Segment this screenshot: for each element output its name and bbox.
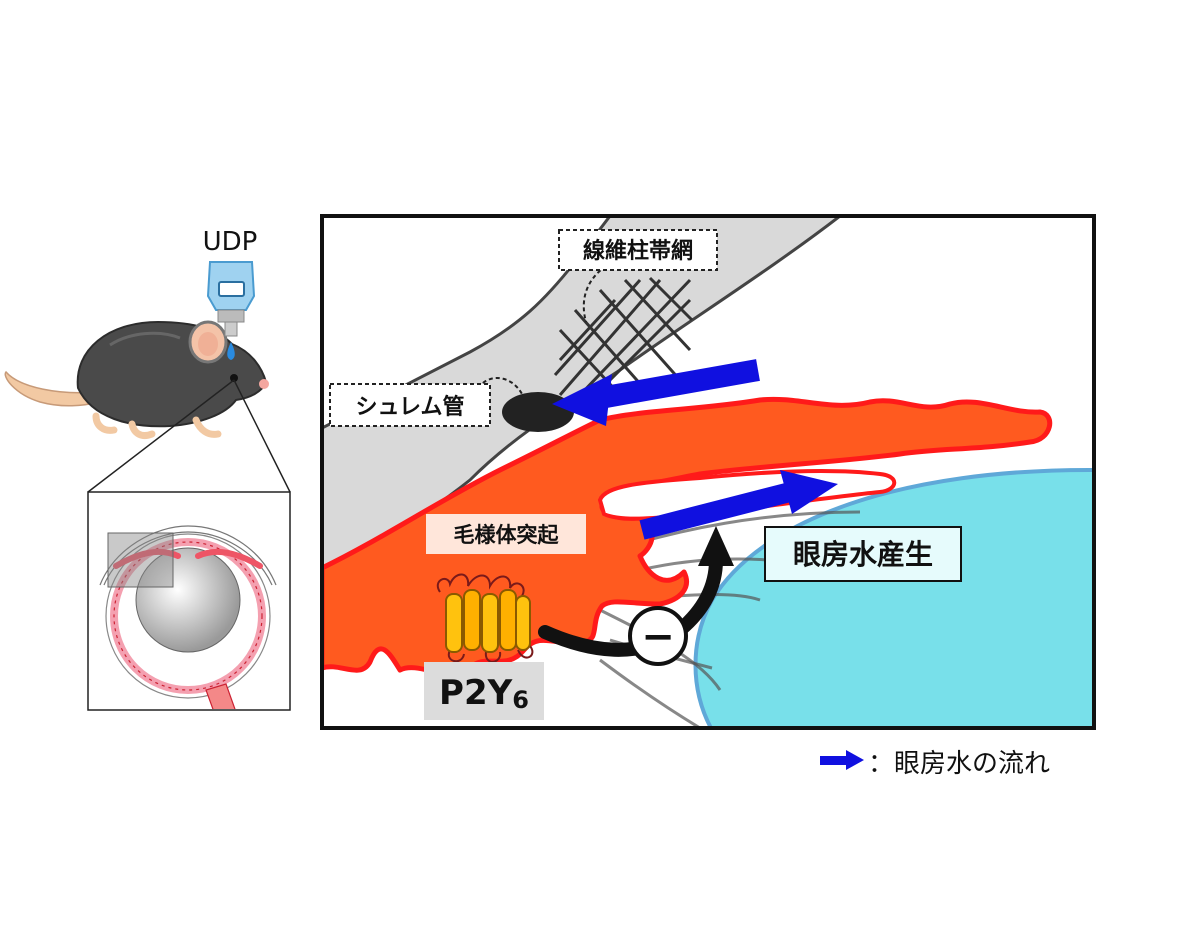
label-p2y6: P2Y6 xyxy=(424,662,544,720)
inhibition-minus: − xyxy=(641,614,675,660)
schlemm-canal xyxy=(502,392,574,432)
legend: ：眼房水の流れ xyxy=(820,749,1050,779)
trabecular-meshwork xyxy=(553,276,694,397)
trabecular-text: 線維柱帯網 xyxy=(583,238,693,264)
detail-panel-border xyxy=(320,214,1096,730)
label-schlemm-canal: シュレム管 xyxy=(329,383,491,427)
eye-drop-bottle: UDP xyxy=(203,227,258,360)
legend-text: ：眼房水の流れ xyxy=(868,749,1050,779)
trabecular-leader xyxy=(582,265,607,323)
drop-icon xyxy=(227,342,235,360)
label-production: 眼房水産生 xyxy=(764,526,962,582)
zoom-lines xyxy=(87,379,291,493)
mouse-illustration xyxy=(4,320,269,440)
flow-arrow-production xyxy=(639,470,838,540)
production-text: 眼房水産生 xyxy=(793,538,933,571)
p2y6-receptor-icon xyxy=(436,573,534,663)
label-ciliary-process: 毛様体突起 xyxy=(426,514,586,554)
p2y6-text: P2Y6 xyxy=(439,673,529,714)
eye-cross-section-inset xyxy=(87,491,291,711)
drug-label: UDP xyxy=(203,227,258,257)
inhibition-symbol: − xyxy=(628,606,688,666)
label-trabecular-meshwork: 線維柱帯網 xyxy=(558,229,718,271)
ciliary-text: 毛様体突起 xyxy=(454,523,560,547)
schlemm-text: シュレム管 xyxy=(355,394,464,420)
legend-arrow-icon xyxy=(820,750,864,770)
flow-arrow-out xyxy=(552,359,760,426)
